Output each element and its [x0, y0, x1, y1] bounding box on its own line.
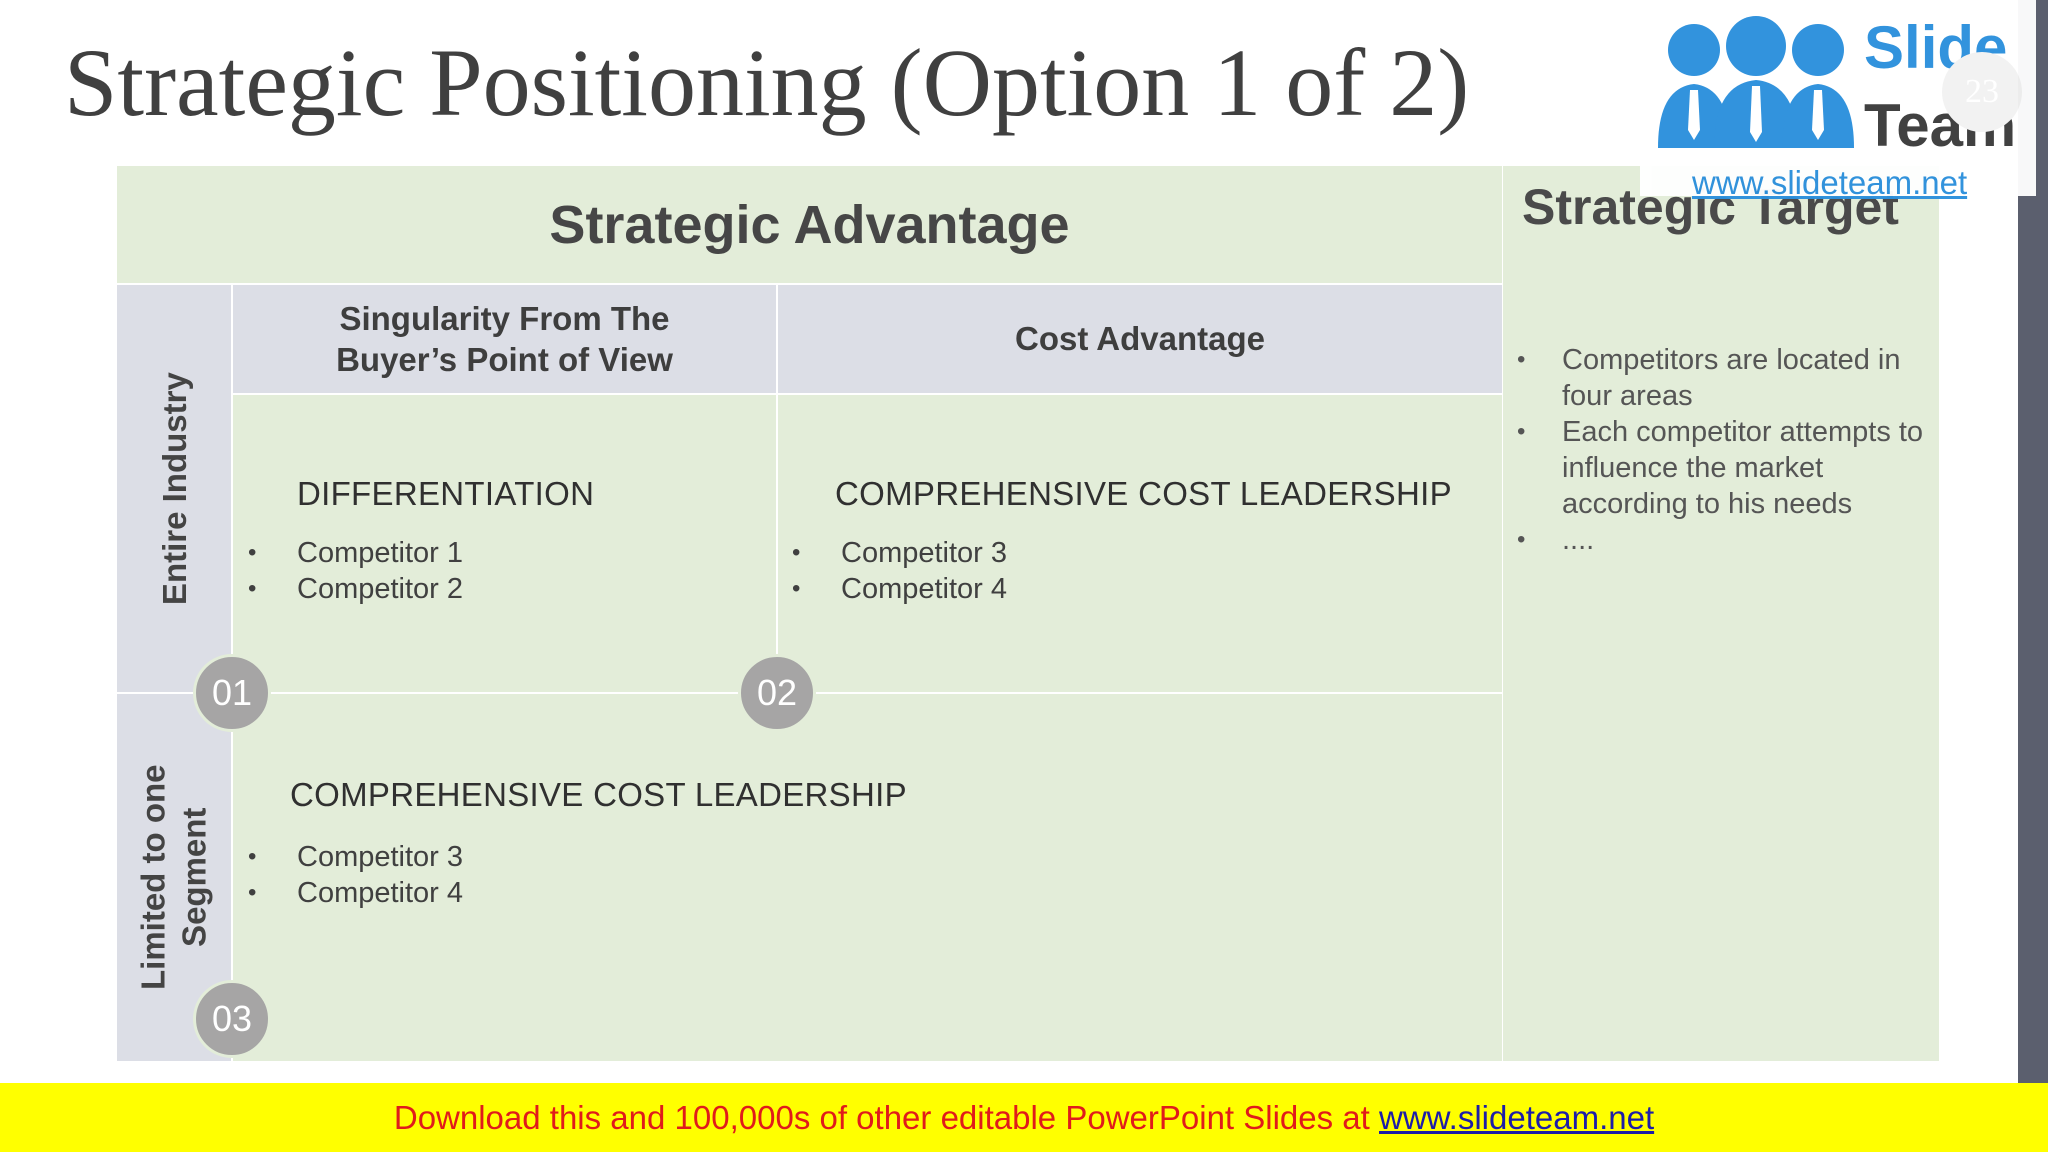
badge-03: 03 [193, 980, 271, 1058]
badge-01: 01 [193, 654, 271, 732]
cell-cost-leadership-industry-title: COMPREHENSIVE COST LEADERSHIP [835, 475, 1452, 512]
row-header-entire-industry-label: Entire Industry [155, 372, 193, 605]
list-item: .... [1517, 522, 1927, 558]
list-item: Competitor 3 [248, 839, 463, 875]
list-item: Competitor 2 [248, 571, 463, 607]
cell-differentiation-title: DIFFERENTIATION [297, 475, 595, 512]
cell-differentiation: DIFFERENTIATION Competitor 1 Competitor … [233, 395, 776, 692]
row-header-limited-segment-label: Limited to one Segment [134, 764, 213, 991]
col-header-singularity: Singularity From The Buyer’s Point of Vi… [233, 285, 776, 393]
row-header-entire-industry: Entire Industry [117, 285, 231, 692]
list-item: Competitor 4 [248, 875, 463, 911]
strategic-target-list: Competitors are located in four areas Ea… [1517, 342, 1927, 558]
slideteam-logo[interactable]: Slide Team www.slideteam.net 23 [1640, 0, 2036, 201]
page-number: 23 [1942, 52, 2022, 132]
banner-message: Download this and 100,000s of other edit… [393, 1098, 1379, 1136]
badge-02: 02 [738, 654, 816, 732]
cell-cost-leadership-industry-list: Competitor 3 Competitor 4 [792, 535, 1007, 607]
slide-title: Strategic Positioning (Option 1 of 2) [64, 29, 1470, 136]
banner-text: Download this and 100,000s of other edit… [394, 1099, 1654, 1137]
strategic-target-panel: Competitors are located in four areas Ea… [1503, 166, 1939, 1061]
strategic-advantage-label: Strategic Advantage [549, 194, 1070, 255]
col-header-cost-advantage: Cost Advantage [778, 285, 1502, 393]
banner-link[interactable]: www.slideteam.net [1379, 1098, 1655, 1136]
cell-cost-leadership-segment: COMPREHENSIVE COST LEADERSHIP Competitor… [233, 694, 1502, 1061]
list-item: Each competitor attempts to influence th… [1517, 414, 1927, 522]
list-item: Competitor 1 [248, 535, 463, 571]
strategic-advantage-header: Strategic Advantage [117, 166, 1502, 283]
list-item: Competitor 4 [792, 571, 1007, 607]
list-item: Competitors are located in four areas [1517, 342, 1927, 414]
people-icon [1658, 16, 1854, 148]
cell-cost-leadership-segment-title: COMPREHENSIVE COST LEADERSHIP [290, 776, 907, 813]
logo-url-link[interactable]: www.slideteam.net [1692, 164, 1968, 201]
list-item: Competitor 3 [792, 535, 1007, 571]
cell-differentiation-list: Competitor 1 Competitor 2 [248, 535, 463, 607]
cell-cost-leadership-segment-list: Competitor 3 Competitor 4 [248, 839, 463, 911]
download-banner: Download this and 100,000s of other edit… [0, 1083, 2048, 1152]
cell-cost-leadership-industry: COMPREHENSIVE COST LEADERSHIP Competitor… [778, 395, 1502, 692]
